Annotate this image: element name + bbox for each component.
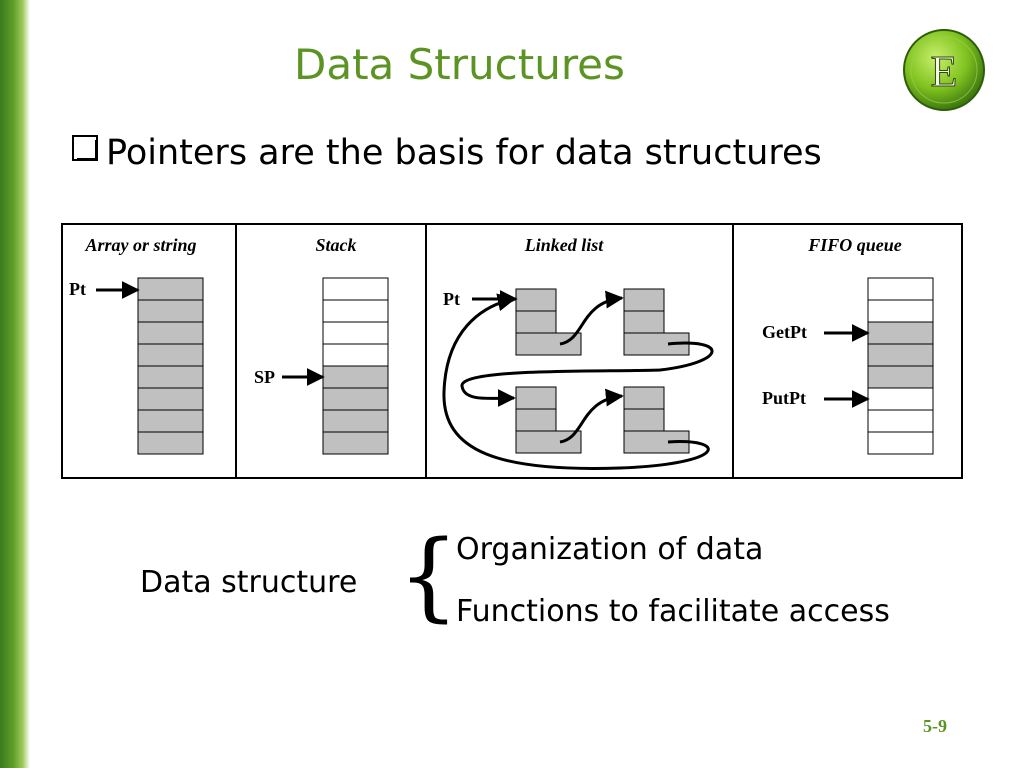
stack-cell [322, 431, 389, 455]
list-link-arrow [559, 388, 624, 444]
linked-list-node [623, 386, 690, 454]
checkbox-bullet-icon [72, 135, 98, 161]
list-link-arrow [460, 341, 714, 408]
stack-cells [322, 277, 389, 455]
list-link-arrow [559, 290, 624, 346]
linked-list-node [515, 386, 582, 454]
fifo-cells [867, 277, 934, 455]
page-number: 5-9 [923, 716, 947, 736]
linked-list-node [515, 288, 582, 356]
stack-cell [322, 409, 389, 433]
fifo-cell [867, 365, 934, 389]
array-cell [137, 299, 204, 323]
array-cell [137, 387, 204, 411]
panel-title-stack: Stack [315, 235, 356, 255]
definition-term: Data structure [140, 565, 358, 600]
stack-cell [322, 299, 389, 323]
slide-title: Data Structures [294, 40, 625, 89]
fifo-cell [867, 299, 934, 323]
logo-letter: E [931, 47, 958, 96]
array-pointer-label: Pt [69, 279, 86, 299]
get-pointer-label: GetPt [762, 322, 807, 342]
fifo-cell [867, 321, 934, 345]
array-cell [137, 431, 204, 455]
texas-e-logo-icon: E [903, 29, 985, 111]
definition-item: Functions to facilitate access [456, 594, 890, 629]
array-cells [137, 277, 204, 455]
stack-cell [322, 321, 389, 345]
stack-cell [322, 277, 389, 301]
diagram-frame [61, 223, 963, 479]
array-cell [137, 365, 204, 389]
fifo-cell [867, 431, 934, 455]
stack-cell [322, 387, 389, 411]
array-cell [137, 321, 204, 345]
stack-cell [322, 365, 389, 389]
definition-item: Organization of data [456, 532, 764, 567]
fifo-cell [867, 387, 934, 411]
stack-pointer-label: SP [254, 367, 275, 387]
panel-title-fifo-queue: FIFO queue [807, 235, 902, 255]
data-structures-diagram: Array or string Stack Linked list FIFO q… [61, 223, 963, 479]
bullet-text: Pointers are the basis for data structur… [106, 133, 822, 173]
fifo-cell [867, 277, 934, 301]
curly-brace-icon: { [398, 520, 460, 632]
linked-list-node [623, 288, 690, 356]
stack-cell [322, 343, 389, 367]
fifo-cell [867, 343, 934, 367]
panel-title-array: Array or string [84, 235, 196, 255]
array-cell [137, 343, 204, 367]
list-head-pointer-label: Pt [443, 289, 460, 309]
fifo-cell [867, 409, 934, 433]
put-pointer-label: PutPt [762, 388, 806, 408]
array-cell [137, 277, 204, 301]
panel-title-linked-list: Linked list [524, 235, 605, 255]
bullet-point: Pointers are the basis for data structur… [72, 133, 822, 173]
left-accent-bar [0, 0, 30, 768]
list-link-arrow [442, 293, 710, 470]
array-cell [137, 409, 204, 433]
